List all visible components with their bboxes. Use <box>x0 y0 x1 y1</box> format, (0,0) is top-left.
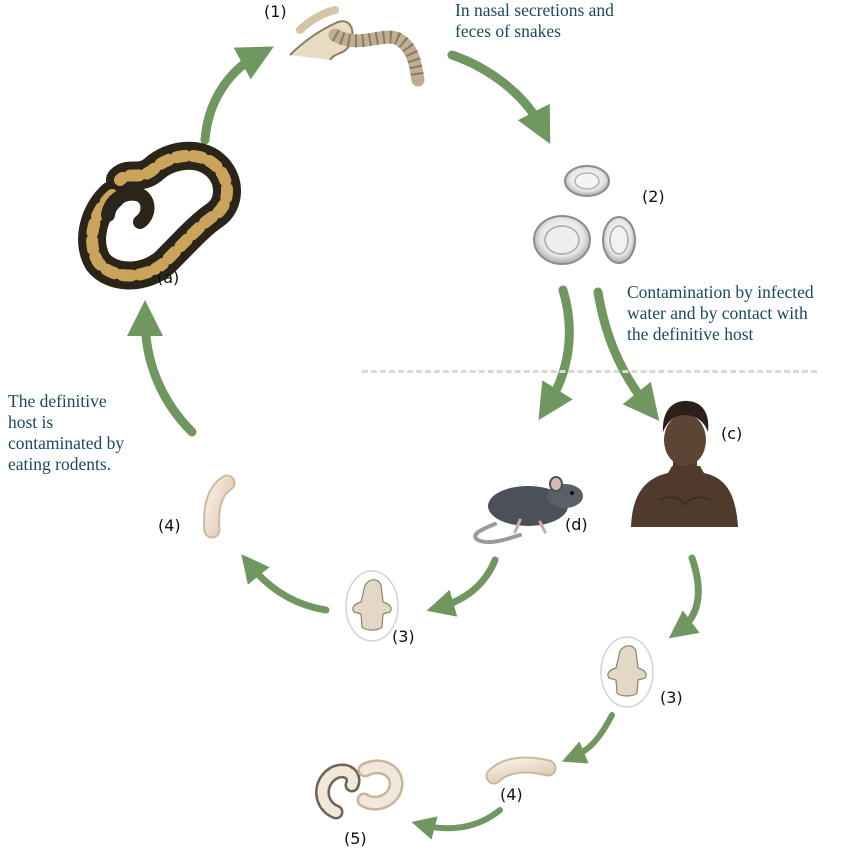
larva-human-illustration <box>485 756 557 785</box>
arrow-rodent-to-nymph <box>426 556 499 617</box>
host-label-rodent: (d) <box>565 515 588 534</box>
host-label-human: (c) <box>721 424 743 443</box>
stage-label-nymph-human: (3) <box>660 688 683 707</box>
adult-worm-illustration <box>289 6 425 87</box>
note-shedding: In nasal secretions and feces of snakes <box>455 0 614 41</box>
arrow-nymph-to-larva-human <box>561 712 615 764</box>
arrow-human-to-nymph <box>668 554 702 639</box>
eggs-illustration <box>533 165 636 265</box>
stage-label-larva-human: (4) <box>500 785 523 804</box>
encysted-larvae-illustration <box>315 759 404 820</box>
nymph-human-illustration <box>600 636 654 708</box>
arrow-larva-to-encysted <box>411 807 503 840</box>
note-contamination: Contamination by infected water and by c… <box>627 282 814 344</box>
host-label-snake: (a) <box>157 268 180 287</box>
arrow-snake-to-adult <box>200 46 274 145</box>
arrow-eggs-to-human <box>593 287 660 422</box>
arrow-adult-to-eggs <box>447 50 551 144</box>
stage-label-adult: (1) <box>264 2 287 21</box>
larva-rodent-illustration <box>203 474 236 539</box>
stage-label-nymph-rodent: (3) <box>392 627 415 646</box>
note-definitive-host: The definitive host is contaminated by e… <box>8 391 125 474</box>
nymph-rodent-illustration <box>345 570 399 642</box>
stage-label-larva-rodent: (4) <box>158 516 181 535</box>
arrow-larva-to-snake <box>127 300 197 437</box>
arrow-nymph-to-larva-rodent <box>241 554 330 614</box>
snake-illustration <box>78 141 241 290</box>
stage-label-eggs: (2) <box>642 187 665 206</box>
human-illustration <box>631 400 738 527</box>
rat-illustration <box>473 476 583 545</box>
stage-label-encysted: (5) <box>344 829 367 848</box>
host-divider-line <box>362 370 817 373</box>
arrow-eggs-to-rodent <box>538 285 574 421</box>
